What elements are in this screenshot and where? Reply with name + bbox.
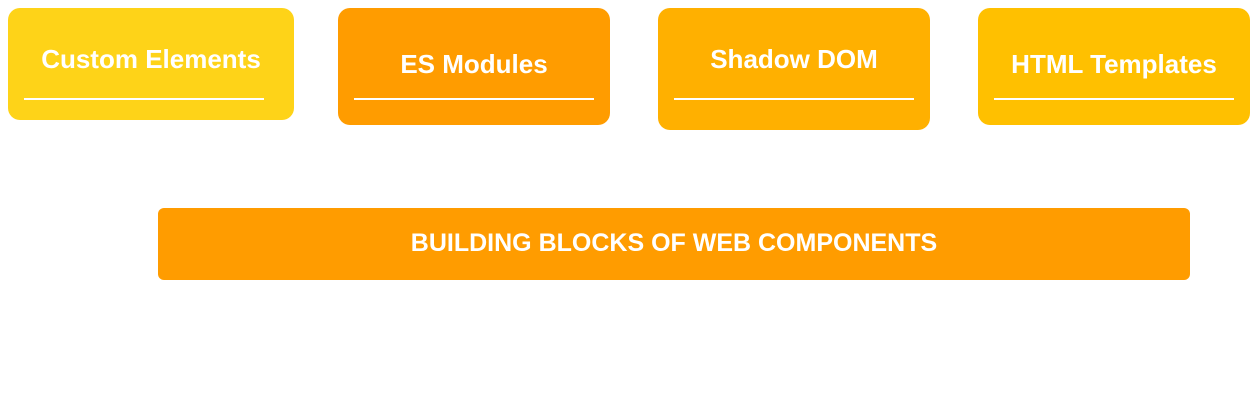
- block-label: Shadow DOM: [710, 44, 878, 74]
- block-shadow-dom: Shadow DOM: [658, 8, 930, 130]
- divider: [994, 98, 1234, 100]
- divider: [674, 98, 914, 100]
- divider: [354, 98, 594, 100]
- block-label: ES Modules: [400, 49, 548, 79]
- block-custom-elements: Custom Elements: [8, 8, 294, 120]
- block-label: Custom Elements: [41, 44, 261, 74]
- block-es-modules: ES Modules: [338, 8, 610, 125]
- block-label: HTML Templates: [1011, 49, 1217, 79]
- divider: [24, 98, 264, 100]
- banner-title: BUILDING BLOCKS OF WEB COMPONENTS: [158, 208, 1190, 280]
- block-html-templates: HTML Templates: [978, 8, 1250, 125]
